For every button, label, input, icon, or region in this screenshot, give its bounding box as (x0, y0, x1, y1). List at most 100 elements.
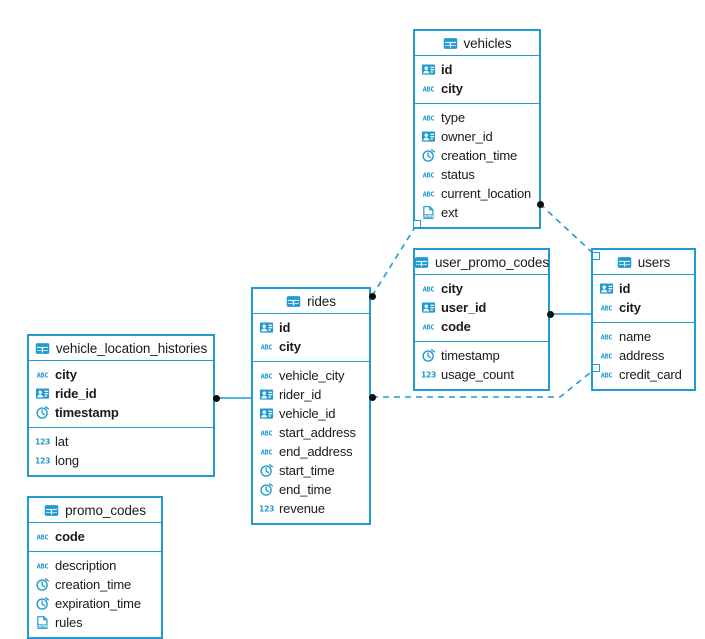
field-label: rules (55, 615, 83, 630)
field-label: vehicle_id (279, 406, 336, 421)
er-table-header-user_promo_codes[interactable]: user_promo_codes (414, 250, 549, 275)
field-row[interactable]: creation_time (29, 575, 161, 594)
svg-text:ABC: ABC (601, 372, 613, 380)
field-label: address (619, 348, 665, 363)
field-row[interactable]: 123 revenue (253, 499, 369, 518)
er-table-header-rides[interactable]: rides (253, 289, 369, 314)
field-row[interactable]: rider_id (253, 385, 369, 404)
svg-text:ABC: ABC (423, 86, 435, 94)
er-table-header-users[interactable]: users (593, 250, 694, 275)
svg-text:ABC: ABC (601, 305, 613, 313)
field-label: creation_time (55, 577, 132, 592)
er-table-header-vehicles[interactable]: vehicles (415, 31, 539, 56)
field-row[interactable]: id (415, 60, 539, 79)
field-label: creation_time (441, 148, 518, 163)
er-table-name: users (637, 254, 671, 270)
field-label: timestamp (441, 348, 500, 363)
field-label: city (279, 339, 301, 354)
field-row[interactable]: ABC end_address (253, 442, 369, 461)
field-row[interactable]: ABC city (415, 79, 539, 98)
svg-text:ABC: ABC (37, 563, 49, 571)
field-label: name (619, 329, 651, 344)
er-table-name: rides (307, 293, 336, 309)
svg-text:ABC: ABC (423, 115, 435, 123)
field-label: current_location (441, 186, 532, 201)
svg-text:ABC: ABC (423, 286, 435, 294)
field-row[interactable]: ride_id (29, 384, 213, 403)
field-row[interactable]: owner_id (415, 127, 539, 146)
relationship-rides-to-vehicles[interactable] (371, 223, 418, 297)
field-label: city (619, 300, 641, 315)
field-label: long (55, 453, 79, 468)
svg-text:ABC: ABC (261, 430, 273, 438)
field-label: end_address (279, 444, 353, 459)
field-label: id (441, 62, 453, 77)
relationship-source-dot (212, 394, 220, 402)
field-row[interactable]: id (253, 318, 369, 337)
field-label: city (441, 81, 463, 96)
field-label: ride_id (55, 386, 97, 401)
field-row[interactable]: timestamp (415, 346, 548, 365)
field-row[interactable]: creation_time (415, 146, 539, 165)
field-label: status (441, 167, 475, 182)
svg-text:ABC: ABC (37, 534, 49, 542)
field-row[interactable]: expiration_time (29, 594, 161, 613)
svg-text:ABC: ABC (601, 353, 613, 361)
field-label: start_time (279, 463, 335, 478)
svg-text:123: 123 (421, 371, 436, 380)
svg-text:JSON: JSON (422, 215, 433, 219)
relationship-source-dot (368, 292, 376, 300)
field-label: user_id (441, 300, 487, 315)
field-row[interactable]: ABC city (593, 298, 694, 317)
er-table-name: user_promo_codes (435, 254, 549, 270)
field-row[interactable]: end_time (253, 480, 369, 499)
column-group: ABC description creation_time expiration_ti… (29, 551, 161, 637)
field-row[interactable]: id (593, 279, 694, 298)
er-table-name: vehicles (463, 35, 512, 51)
field-row[interactable]: ABC current_location (415, 184, 539, 203)
column-group: timestamp 123 usage_count (415, 341, 548, 389)
field-row[interactable]: vehicle_id (253, 404, 369, 423)
field-label: revenue (279, 501, 325, 516)
svg-text:ABC: ABC (423, 191, 435, 199)
field-label: usage_count (441, 367, 514, 382)
field-row[interactable]: ABC description (29, 556, 161, 575)
field-row[interactable]: start_time (253, 461, 369, 480)
er-table-header-promo_codes[interactable]: promo_codes (29, 498, 161, 523)
field-row[interactable]: timestamp (29, 403, 213, 422)
er-table-name: vehicle_location_histories (55, 340, 208, 356)
svg-text:123: 123 (259, 505, 274, 514)
field-row[interactable]: 123 usage_count (415, 365, 548, 384)
field-row[interactable]: user_id (415, 298, 548, 317)
field-row[interactable]: ABC address (593, 346, 694, 365)
field-label: id (279, 320, 291, 335)
field-label: description (55, 558, 117, 573)
svg-text:ABC: ABC (261, 449, 273, 457)
er-table-header-vehicle_location_histories[interactable]: vehicle_location_histories (29, 336, 213, 361)
